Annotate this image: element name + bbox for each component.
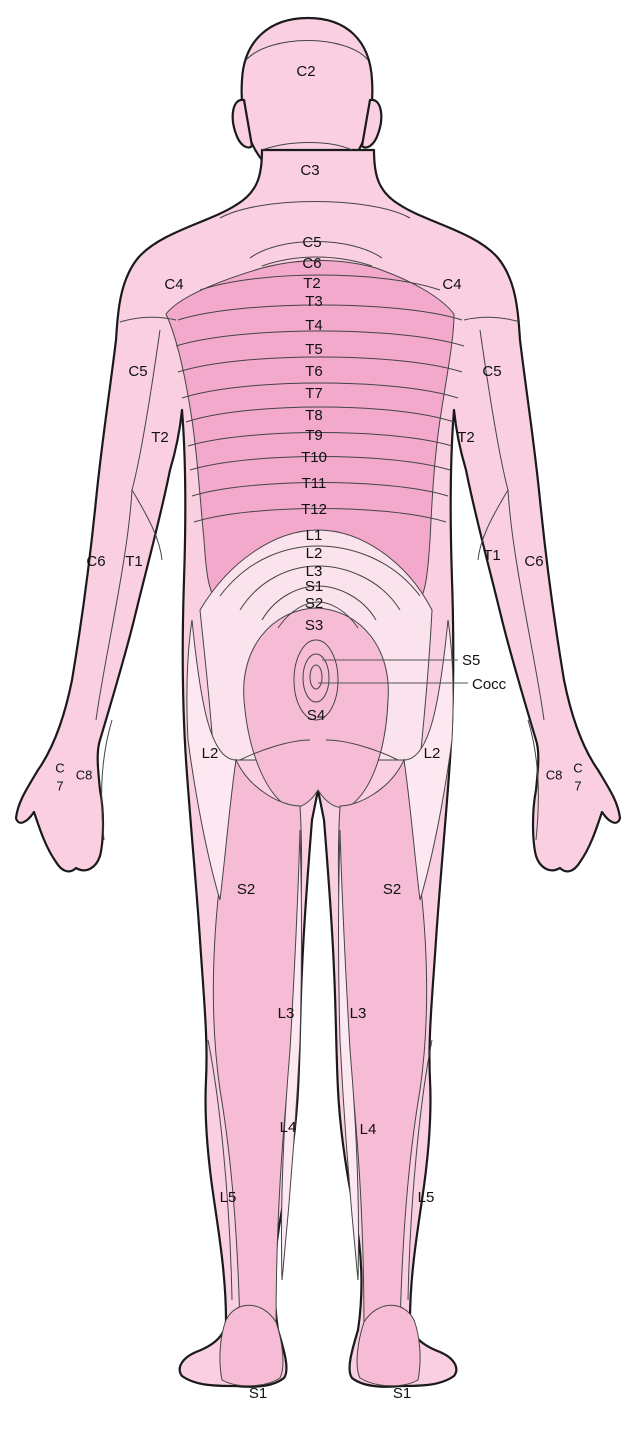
label-t6: T6 (305, 363, 323, 380)
left-ear (231, 98, 254, 149)
label-l2-hip-left: L2 (202, 745, 219, 762)
label-l1: L1 (306, 527, 323, 544)
left-calf-l3l4 (280, 829, 302, 1281)
label-c8-left: C8 (76, 767, 93, 782)
label-t5: T5 (305, 341, 323, 358)
label-cocc: Cocc (472, 676, 507, 693)
dermatome-boundaries (95, 40, 545, 1301)
label-s4: S4 (307, 707, 325, 724)
head (240, 16, 374, 162)
label-c7-left-bottom: 7 (56, 778, 63, 793)
label-s3: S3 (305, 617, 323, 634)
label-s1-center: S1 (305, 578, 323, 595)
label-l3-leg-left: L3 (278, 1005, 295, 1022)
label-t3: T3 (305, 293, 323, 310)
label-t10: T10 (301, 449, 327, 466)
label-l5-leg-left: L5 (220, 1189, 237, 1206)
label-c6-center: C6 (302, 255, 321, 272)
label-l4-leg-right: L4 (360, 1121, 377, 1138)
label-t4: T4 (305, 317, 323, 334)
right-ear (360, 98, 383, 149)
label-c6-arm-right: C6 (524, 553, 543, 570)
label-s2-center: S2 (305, 595, 323, 612)
label-t1-arm-right: T1 (483, 547, 501, 564)
label-t1-arm-left: T1 (125, 553, 143, 570)
label-t7: T7 (305, 385, 323, 402)
label-c7-right-top: C (573, 760, 582, 775)
label-l3-center: L3 (306, 563, 323, 580)
label-s5: S5 (462, 652, 480, 669)
label-t11: T11 (302, 475, 327, 492)
label-t2-arm-right: T2 (457, 429, 475, 446)
label-l4-leg-left: L4 (280, 1119, 297, 1136)
label-s2-thigh-right: S2 (383, 881, 401, 898)
label-c2: C2 (296, 63, 315, 80)
label-c4-left: C4 (164, 276, 183, 293)
label-t8: T8 (305, 407, 323, 424)
left-foot-s1 (219, 1304, 284, 1387)
label-s2-thigh-left: S2 (237, 881, 255, 898)
left-hip-l2 (186, 619, 237, 901)
label-t2-arm-left: T2 (151, 429, 169, 446)
label-c6-arm-left: C6 (86, 553, 105, 570)
label-s1-foot-right: S1 (393, 1385, 411, 1402)
label-l3-leg-right: L3 (350, 1005, 367, 1022)
label-t2-center: T2 (303, 275, 321, 292)
label-c8-right: C8 (546, 767, 563, 782)
label-t9: T9 (305, 427, 323, 444)
label-c4-right: C4 (442, 276, 461, 293)
labels: C2 C3 C4 C4 C5 C6 T2 T3 T4 T5 T6 T7 T8 T… (55, 63, 582, 1402)
label-l5-leg-right: L5 (418, 1189, 435, 1206)
right-hip-l2 (403, 619, 454, 901)
label-l2-hip-right: L2 (424, 745, 441, 762)
right-foot-s1 (356, 1304, 421, 1387)
label-c3: C3 (300, 162, 319, 179)
label-c7-right-bottom: 7 (574, 778, 581, 793)
label-l2-center: L2 (306, 545, 323, 562)
right-calf-l3l4 (338, 829, 360, 1281)
label-t12: T12 (301, 501, 327, 518)
label-c5-center: C5 (302, 234, 321, 251)
label-c5-arm-right: C5 (482, 363, 501, 380)
label-c7-left-top: C (55, 760, 64, 775)
label-s1-foot-left: S1 (249, 1385, 267, 1402)
label-c5-arm-left: C5 (128, 363, 147, 380)
